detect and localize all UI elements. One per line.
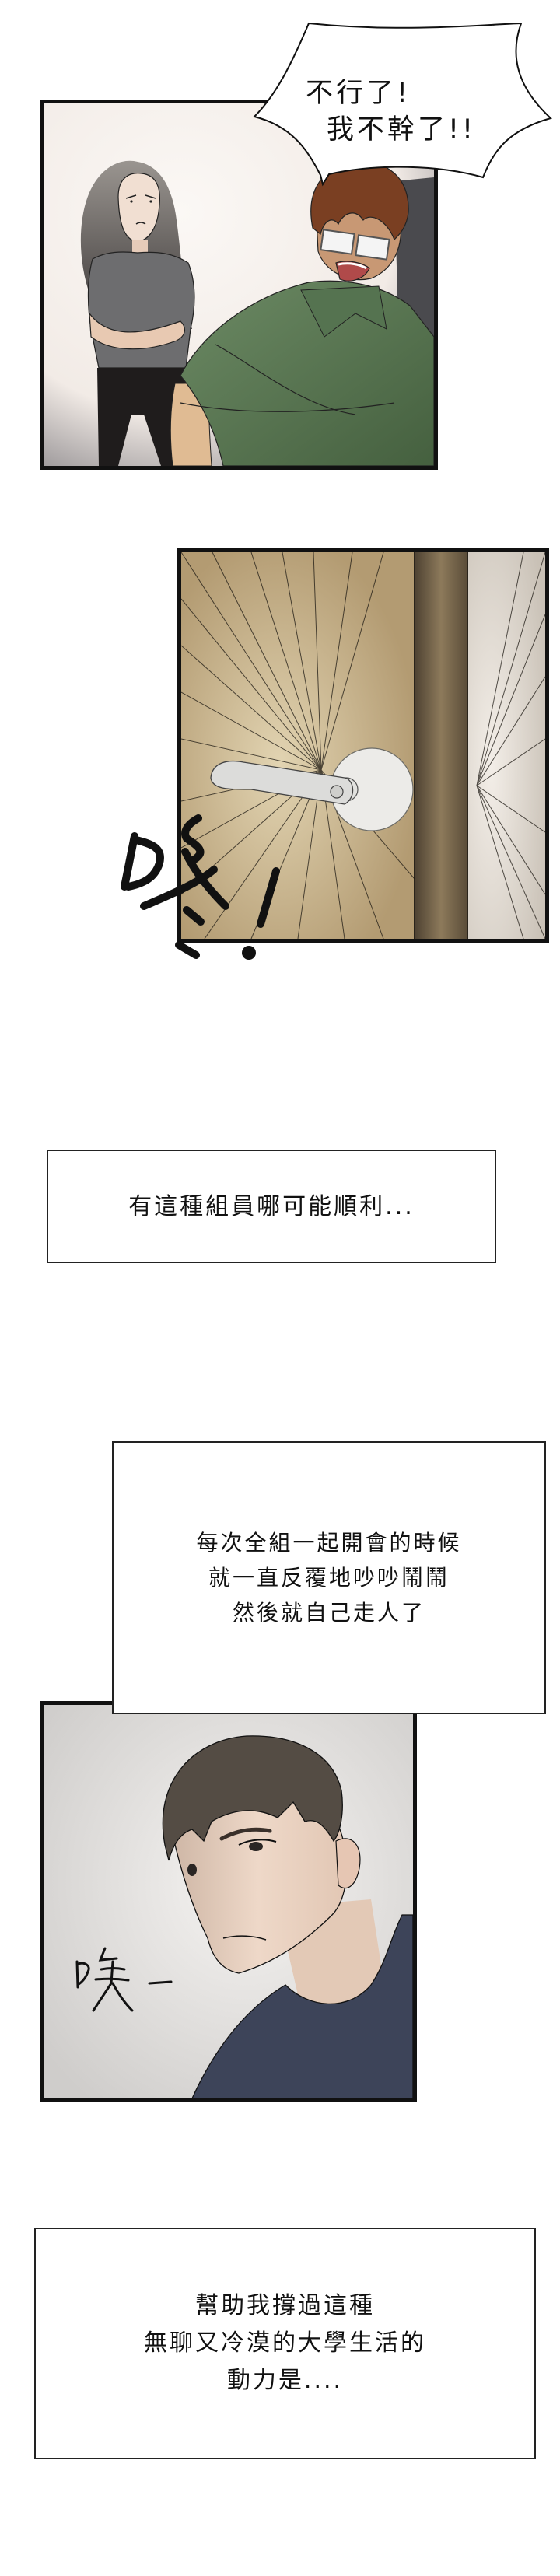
panel-argument-illustration [44,103,434,466]
sfx-sigh-glyph [75,1947,173,2012]
panel-door-handle [177,548,549,943]
speech-bubble-shape [253,22,552,187]
speech-bubble-shout: 不行了! 我不幹了!! [245,17,552,187]
caption-box-2: 每次全組一起開會的時候 就一直反覆地吵吵鬧鬧 然後就自己走人了 [112,1441,546,1714]
caption-box-3: 幫助我撐過這種 無聊又冷漠的大學生活的 動力是.... [34,2228,536,2459]
caption-3-line-3: 動力是.... [226,2367,344,2394]
caption-box-1: 有這種組員哪可能順利... [47,1150,496,1263]
caption-1-line-1: 有這種組員哪可能順利... [128,1192,415,1220]
sfx-thud-text: 咚! [109,809,110,810]
sfx-thud: 咚! [109,809,303,988]
panel-sighing-student [40,1701,417,2102]
caption-3-line-2: 無聊又冷漠的大學生活的 [144,2329,426,2357]
sfx-thud-glyph: 咚! [109,809,280,960]
speech-bubble-line-2: 我不幹了!! [327,114,477,145]
student-illustration [44,1705,413,2098]
sfx-sigh: 唉— [74,1944,183,2018]
caption-2-line-2: 就一直反覆地吵吵鬧鬧 [208,1565,450,1591]
caption-3-line-1: 幫助我撐過這種 [195,2292,375,2319]
caption-2-line-1: 每次全組一起開會的時候 [196,1530,462,1556]
caption-2-line-3: 然後就自己走人了 [232,1600,425,1626]
door-illustration [181,552,545,939]
speech-bubble-line-1: 不行了! [306,78,411,109]
sfx-sigh-text: 唉— [74,1944,75,1945]
